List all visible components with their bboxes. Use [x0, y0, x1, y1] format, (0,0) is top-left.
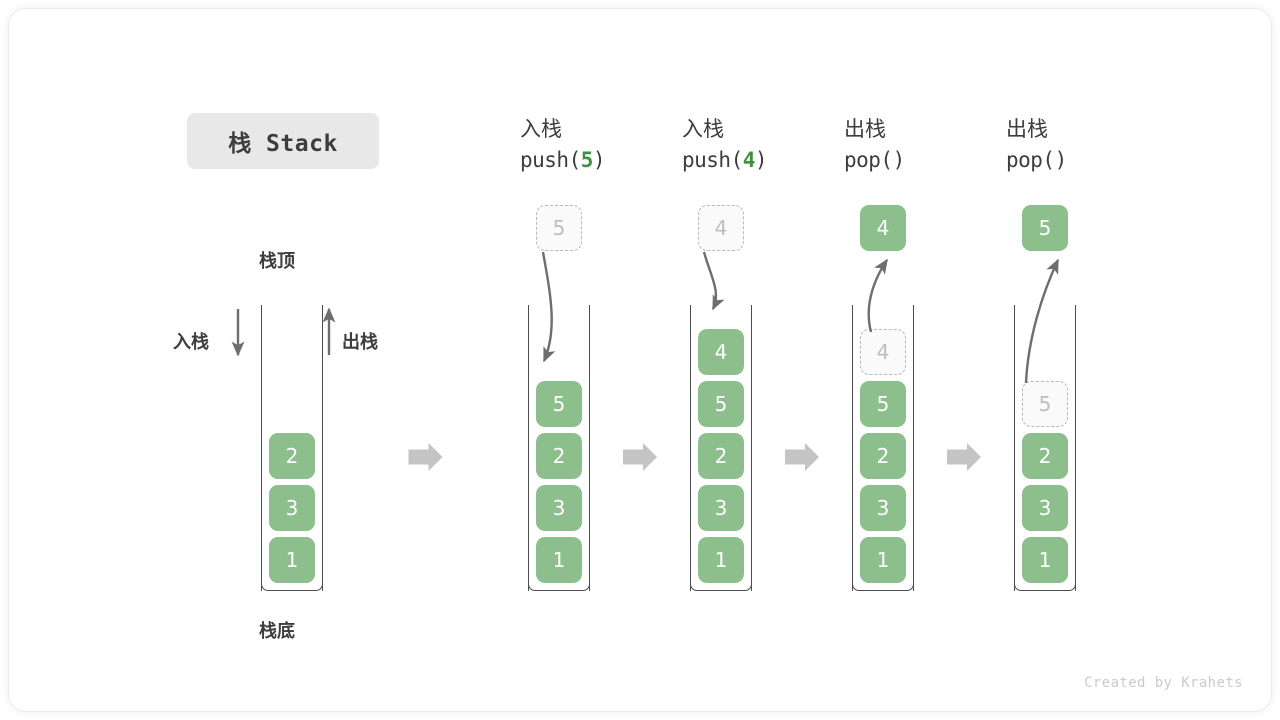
- motion-arrow-push-4: [702, 251, 725, 311]
- stack-cell: 4: [698, 329, 744, 375]
- column-header-op-code: push(5): [520, 144, 710, 176]
- step-arrow-icon: [623, 443, 657, 471]
- stack-cell: 3: [269, 485, 315, 531]
- stack-cell: 3: [860, 485, 906, 531]
- diagram-title-chip: 栈 Stack: [187, 113, 379, 169]
- stack-cell: 1: [269, 537, 315, 583]
- label-push-side: 入栈: [173, 332, 209, 353]
- code-suffix: ): [592, 148, 606, 172]
- removed-element-placeholder: 5: [1022, 381, 1068, 427]
- column-header-op-cn: 入栈: [682, 117, 724, 141]
- stack-floor: [690, 581, 752, 591]
- column-header-op-code: push(4): [682, 144, 872, 176]
- code-suffix: ): [892, 148, 906, 172]
- code-suffix: ): [1054, 148, 1068, 172]
- column-header-op-code: pop(): [844, 144, 1034, 176]
- stack-cell: 1: [698, 537, 744, 583]
- code-prefix: push(: [682, 148, 743, 172]
- label-pop-side: 出栈: [342, 332, 378, 353]
- column-header-op-code: pop(): [1006, 144, 1196, 176]
- column-header-pop-4: 出栈 pop(): [844, 114, 1034, 176]
- diagram-card: 栈 Stack 栈顶 栈底 入栈 出栈 入栈 push(5) 入栈 push(4…: [8, 8, 1272, 712]
- stack-cell: 2: [269, 433, 315, 479]
- code-arg: 5: [580, 148, 594, 172]
- stack-cell: 3: [1022, 485, 1068, 531]
- stack-cell: 5: [860, 381, 906, 427]
- popped-element: 5: [1022, 205, 1068, 251]
- stack-cell: 5: [536, 381, 582, 427]
- stack-container-pop-5: [1014, 305, 1076, 591]
- label-stack-bottom: 栈底: [259, 621, 295, 642]
- column-header-op-cn: 出栈: [844, 117, 886, 141]
- stack-container-initial: [261, 305, 323, 591]
- stack-container-push-5: [528, 305, 590, 591]
- stack-cell: 2: [536, 433, 582, 479]
- removed-element-placeholder: 4: [860, 329, 906, 375]
- column-header-op-cn: 出栈: [1006, 117, 1048, 141]
- step-arrow-icon: [408, 443, 443, 471]
- stack-cell: 2: [698, 433, 744, 479]
- stack-wall-right: [322, 305, 323, 591]
- column-header-push-5: 入栈 push(5): [520, 114, 710, 176]
- incoming-element: 4: [698, 205, 744, 251]
- stack-wall-right: [589, 305, 590, 591]
- stack-floor: [1014, 581, 1076, 591]
- code-prefix: push(: [520, 148, 581, 172]
- stack-floor: [528, 581, 590, 591]
- stack-cell: 1: [536, 537, 582, 583]
- column-header-push-4: 入栈 push(4): [682, 114, 872, 176]
- stack-cell: 2: [1022, 433, 1068, 479]
- stack-wall-right: [1075, 305, 1076, 591]
- step-arrow-icon: [785, 443, 819, 471]
- stack-wall-right: [751, 305, 752, 591]
- credit-text: Created by Krahets: [1084, 675, 1243, 691]
- stack-cell: 1: [1022, 537, 1068, 583]
- stack-cell: 3: [698, 485, 744, 531]
- stack-wall-left: [852, 305, 853, 591]
- label-stack-top: 栈顶: [259, 251, 295, 272]
- incoming-element: 5: [536, 205, 582, 251]
- column-header-pop-5: 出栈 pop(): [1006, 114, 1196, 176]
- diagram-stage: 栈 Stack 栈顶 栈底 入栈 出栈 入栈 push(5) 入栈 push(4…: [9, 9, 1271, 711]
- step-arrow-icon: [947, 443, 981, 471]
- stack-cell: 3: [536, 485, 582, 531]
- stack-cell: 5: [698, 381, 744, 427]
- stack-wall-left: [1014, 305, 1015, 591]
- stack-cell: 1: [860, 537, 906, 583]
- code-prefix: pop(: [844, 148, 893, 172]
- stack-wall-right: [913, 305, 914, 591]
- stack-wall-left: [528, 305, 529, 591]
- stack-wall-left: [690, 305, 691, 591]
- stack-floor: [852, 581, 914, 591]
- stack-wall-left: [261, 305, 262, 591]
- stack-container-push-4: [690, 305, 752, 591]
- stack-cell: 2: [860, 433, 906, 479]
- code-prefix: pop(: [1006, 148, 1055, 172]
- stack-container-pop-4: [852, 305, 914, 591]
- code-suffix: ): [754, 148, 768, 172]
- column-header-op-cn: 入栈: [520, 117, 562, 141]
- popped-element: 4: [860, 205, 906, 251]
- code-arg: 4: [742, 148, 756, 172]
- stack-floor: [261, 581, 323, 591]
